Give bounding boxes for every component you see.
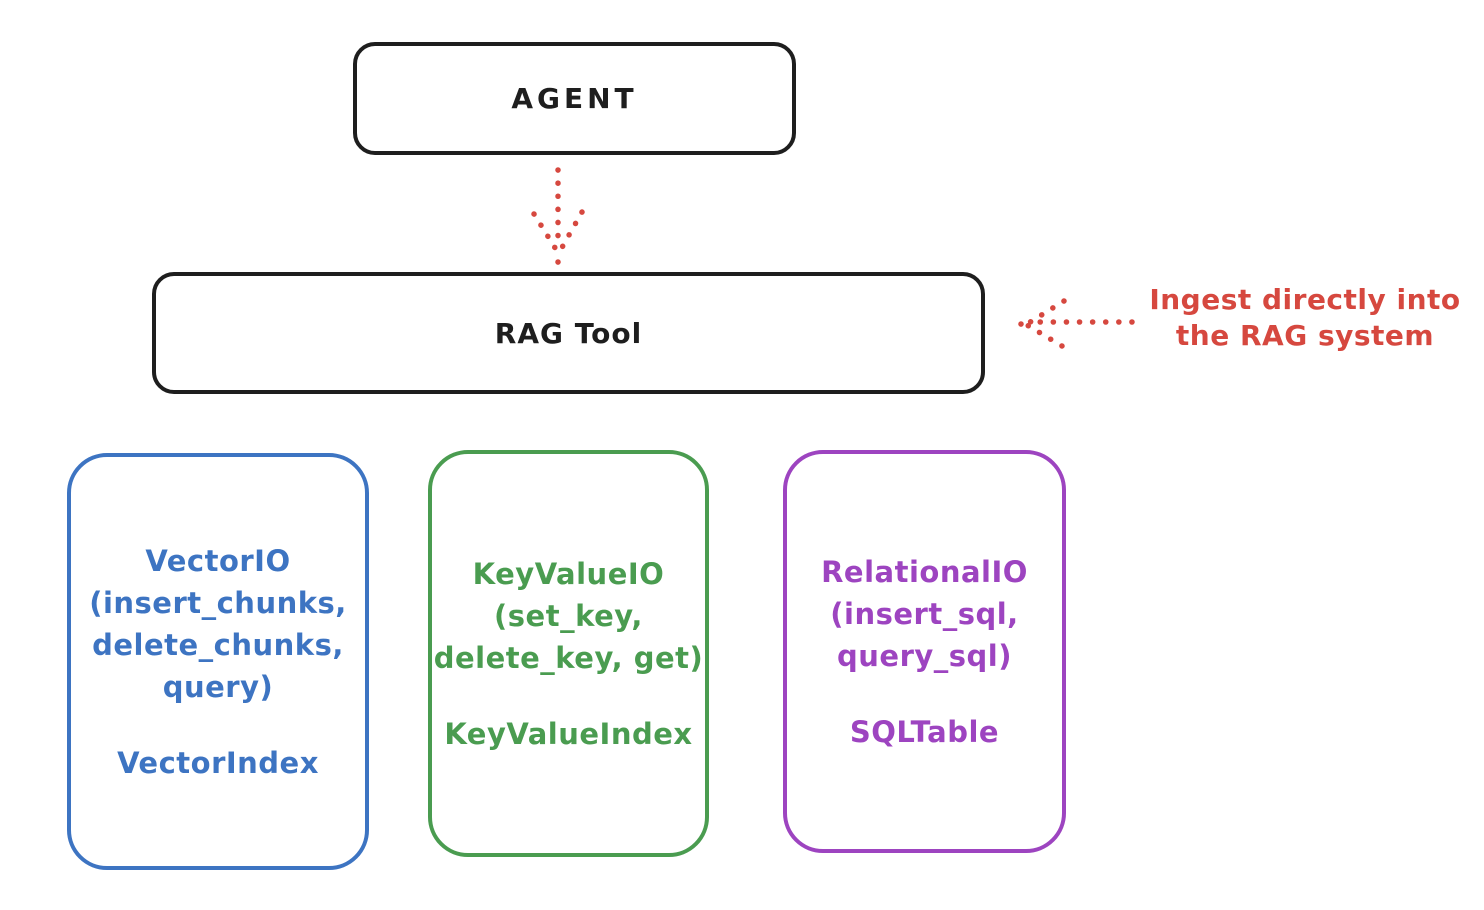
vector-index-label: VectorIndex (117, 745, 319, 780)
ingest-annotation-line2: the RAG system (1175, 319, 1435, 352)
keyvalue-io-title: KeyValueIO (472, 556, 665, 591)
relational-io-title: RelationalIO (821, 554, 1028, 589)
rag-tool-box: RAG Tool (152, 272, 985, 394)
agent-to-ragtool-arrow (531, 167, 585, 265)
vector-io-methods-line1: (insert_chunks, (89, 585, 347, 620)
vector-io-box: VectorIO (insert_chunks, delete_chunks, … (67, 453, 369, 870)
rag-tool-box-label: RAG Tool (494, 316, 643, 350)
relational-io-methods-line1: (insert_sql, (830, 596, 1019, 631)
relational-io-methods-line2: query_sql) (837, 638, 1012, 673)
ingest-annotation-line1: Ingest directly into (1149, 283, 1461, 316)
vector-io-methods-line2: delete_chunks, (92, 627, 344, 662)
agent-box-label: AGENT (511, 82, 638, 115)
sql-table-label: SQLTable (849, 714, 1000, 749)
keyvalue-io-methods-line1: (set_key, (494, 598, 643, 633)
ingest-arrow (1018, 298, 1135, 349)
agent-box: AGENT (353, 42, 796, 155)
relational-io-box: RelationalIO (insert_sql, query_sql) SQL… (783, 450, 1066, 853)
vector-io-methods-line3: query) (162, 669, 274, 704)
vector-io-title: VectorIO (145, 543, 291, 578)
keyvalue-io-methods-line2: delete_key, get) (433, 640, 704, 675)
keyvalue-index-label: KeyValueIndex (444, 716, 693, 751)
ingest-annotation: Ingest directly into the RAG system (1135, 282, 1475, 354)
keyvalue-io-box: KeyValueIO (set_key, delete_key, get) Ke… (428, 450, 709, 857)
